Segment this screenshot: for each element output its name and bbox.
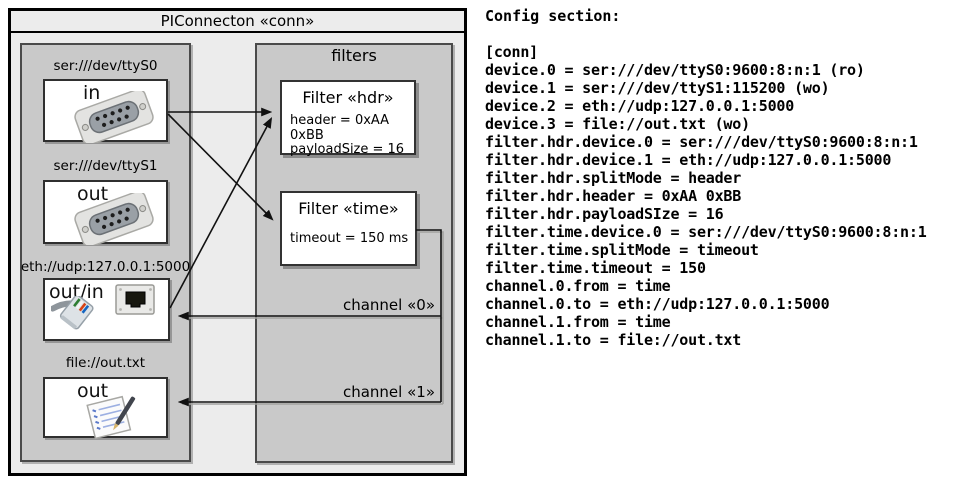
device-label-ttyS1: ser:///dev/ttyS1 — [53, 158, 158, 174]
filter-property: payloadSize = 16 — [290, 142, 405, 157]
filter-property: timeout = 150 ms — [290, 231, 409, 246]
file-note-icon — [86, 395, 136, 440]
filter-time-title: Filter «time» — [298, 199, 399, 218]
filter-time-box: Filter «time» timeout = 150 ms — [280, 191, 417, 266]
ethernet-plug-icon — [51, 296, 94, 330]
serial-connector-icon — [72, 91, 156, 143]
port-label: in — [83, 82, 101, 104]
device-box-ttyS1: out — [43, 180, 168, 245]
filter-time-properties: timeout = 150 ms — [290, 231, 409, 247]
filters-panel-title: filters — [331, 46, 377, 65]
filter-hdr-title: Filter «hdr» — [302, 88, 394, 107]
device-label-file: file://out.txt — [65, 355, 146, 371]
channel-0-label: channel «0» — [342, 296, 435, 314]
port-label: out — [77, 183, 109, 205]
device-box-file: out — [43, 377, 168, 440]
ethernet-jack-icon — [115, 284, 155, 315]
device-box-ttyS0: in — [43, 79, 168, 143]
filter-hdr-properties: header = 0xAA 0xBB payloadSize = 16 — [290, 113, 414, 158]
port-label: out/in — [49, 281, 104, 303]
serial-connector-icon — [72, 193, 156, 245]
port-label: out — [77, 380, 109, 402]
filter-property: header = 0xAA 0xBB — [290, 113, 390, 143]
device-box-eth: out/in — [43, 278, 170, 341]
config-heading: Config section: — [485, 7, 621, 25]
frame-title: PIConnecton «conn» — [11, 10, 464, 33]
channel-1-label: channel «1» — [342, 383, 435, 401]
filter-hdr-box: Filter «hdr» header = 0xAA 0xBB payloadS… — [280, 80, 416, 158]
config-text: [conn] device.0 = ser:///dev/ttyS0:9600:… — [485, 43, 927, 349]
device-label-ttyS0: ser:///dev/ttyS0 — [53, 58, 158, 74]
device-label-eth: eth://udp:127.0.0.1:5000 — [20, 259, 191, 275]
